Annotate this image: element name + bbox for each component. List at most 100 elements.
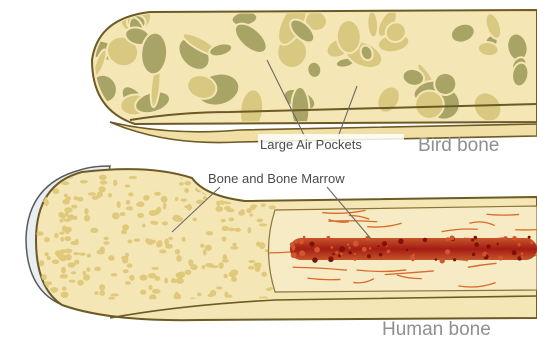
marrow-speck: [398, 239, 403, 244]
spongy-cell: [193, 218, 197, 222]
spongy-cell: [64, 227, 72, 233]
spongy-cell: [148, 285, 152, 290]
spongy-cell: [99, 290, 105, 296]
spongy-cell: [111, 273, 118, 277]
spongy-cell: [128, 176, 137, 179]
marrow-speck: [406, 249, 408, 251]
marrow-speck: [445, 249, 450, 254]
spongy-cell: [45, 252, 49, 256]
spongy-cell: [228, 228, 234, 232]
spongy-cell: [248, 227, 252, 233]
spongy-cell: [125, 281, 131, 285]
marrow-speck: [517, 243, 520, 246]
spongy-cell: [77, 280, 84, 286]
spongy-cell: [113, 180, 118, 186]
spongy-cell: [168, 237, 173, 240]
label-bone-and-marrow: Bone and Bone Marrow: [208, 171, 345, 186]
spongy-cell: [128, 206, 133, 211]
spongy-cell: [241, 209, 245, 213]
spongy-cell: [36, 231, 43, 235]
marrow-speck: [312, 257, 317, 262]
spongy-cell: [202, 265, 206, 269]
marrow-speck: [369, 247, 372, 250]
spongy-cell: [108, 193, 112, 197]
spongy-cell: [77, 197, 83, 202]
spongy-cell: [52, 259, 59, 264]
spongy-cell: [100, 246, 105, 253]
spongy-cell: [71, 271, 76, 274]
spongy-cell: [94, 267, 101, 272]
spongy-cell: [53, 188, 60, 194]
marrow-speck: [299, 239, 304, 244]
spongy-cell: [86, 267, 90, 272]
marrow-speck: [450, 235, 455, 240]
marrow-speck: [362, 247, 367, 252]
marrow-speck: [326, 236, 330, 240]
spongy-cell: [103, 241, 110, 245]
marrow-speck: [353, 241, 359, 247]
spongy-cell: [143, 195, 149, 201]
spongy-cell: [248, 266, 255, 270]
spongy-cell: [162, 221, 168, 225]
spongy-cell: [112, 212, 120, 219]
spongy-cell: [65, 211, 69, 216]
spongy-cell: [94, 291, 98, 295]
spongy-cell: [127, 263, 133, 267]
spongy-cell: [61, 292, 69, 298]
spongy-cell: [84, 215, 90, 222]
spongy-cell: [126, 200, 131, 205]
spongy-cell: [230, 189, 234, 195]
spongy-cell: [263, 193, 268, 197]
spongy-cell: [269, 205, 276, 209]
spongy-cell: [140, 274, 148, 280]
spongy-cell: [184, 181, 191, 185]
marrow-speck: [291, 252, 297, 258]
spongy-cell: [171, 278, 175, 282]
marrow-speck: [339, 246, 345, 252]
marrow-speck: [299, 250, 305, 256]
spongy-cell: [259, 242, 265, 249]
spongy-cell: [155, 276, 161, 281]
spongy-cell: [62, 286, 67, 290]
marrow-speck: [474, 236, 478, 240]
spongy-cell: [175, 197, 179, 201]
marrow-speck: [291, 245, 295, 249]
spongy-cell: [155, 209, 159, 216]
spongy-cell: [64, 194, 68, 198]
spongy-cell: [69, 280, 76, 283]
marrow-speck: [354, 258, 357, 261]
spongy-cell: [229, 217, 235, 221]
spongy-cell: [232, 243, 236, 247]
spongy-cell: [59, 231, 65, 234]
marrow-speck: [348, 251, 352, 255]
label-human-bone: Human bone: [382, 319, 491, 340]
spongy-cell: [176, 255, 182, 262]
spongy-cell: [133, 238, 140, 242]
spongy-cell: [73, 252, 80, 255]
marrow-speck: [528, 236, 531, 239]
marrow-speck: [471, 239, 474, 242]
spongy-cell: [231, 277, 237, 282]
spongy-cell: [184, 188, 189, 193]
spongy-cell: [164, 278, 168, 284]
spongy-cell: [82, 271, 86, 275]
marrow-speck: [377, 245, 379, 247]
marrow-speck: [446, 237, 450, 241]
spongy-cell: [60, 274, 68, 279]
marrow-speck: [340, 253, 343, 256]
marrow-speck: [354, 253, 356, 255]
spongy-cell: [129, 275, 135, 279]
marrow-speck: [382, 241, 387, 246]
spongy-cell: [257, 219, 263, 223]
spongy-cell: [259, 223, 267, 226]
marrow-speck: [387, 250, 391, 254]
spongy-cell: [249, 213, 253, 216]
spongy-cell: [128, 192, 133, 196]
spongy-cell: [275, 188, 281, 193]
spongy-cell: [152, 240, 156, 243]
spongy-cell: [99, 186, 106, 192]
marrow-speck: [294, 240, 298, 244]
spongy-cell: [173, 293, 181, 300]
spongy-cell: [205, 245, 212, 251]
